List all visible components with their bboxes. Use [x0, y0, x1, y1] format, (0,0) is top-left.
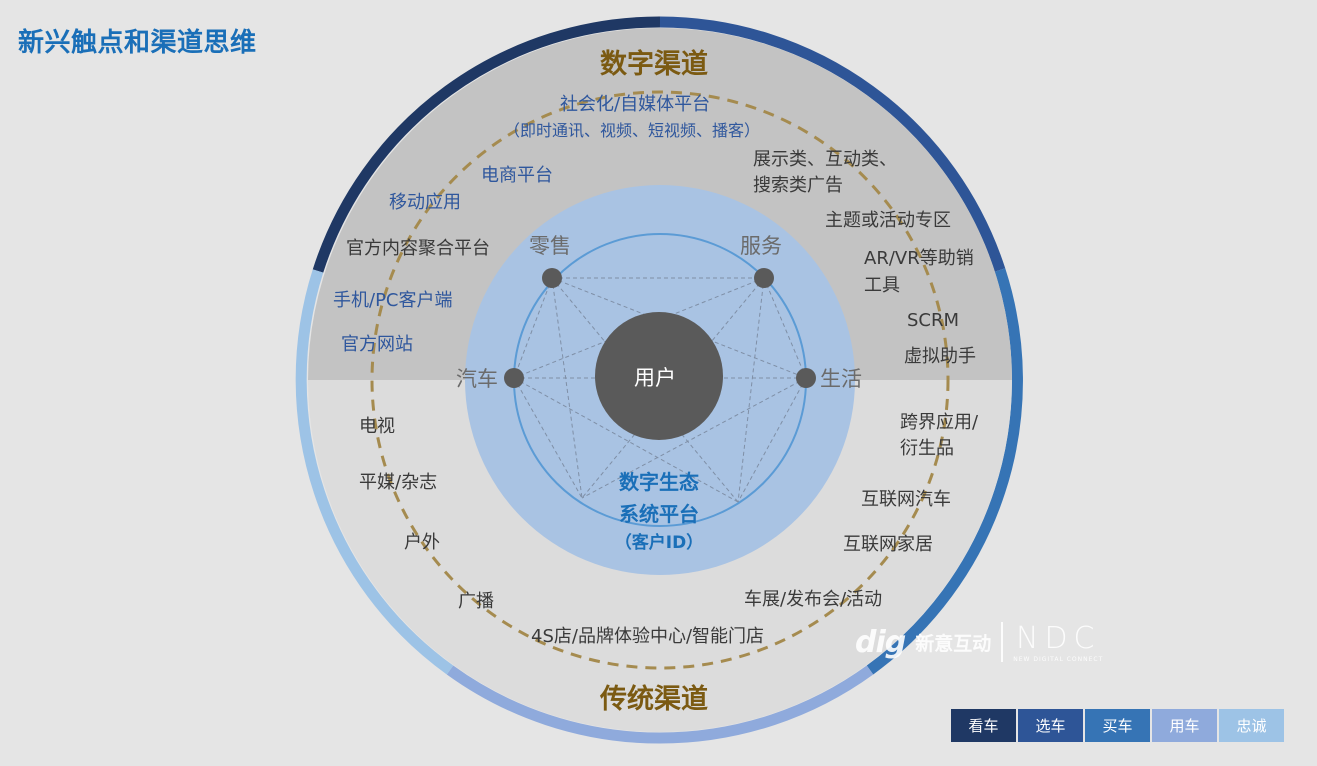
channel-client: 手机/PC客户端	[333, 290, 453, 311]
watermark: dig 新意互动 NDC NEW DIGITAL CONNECT	[855, 620, 1103, 664]
section-traditional: 传统渠道	[600, 684, 708, 715]
ecosystem-line1: 数字生态	[619, 470, 699, 494]
center-user: 用户	[634, 366, 676, 390]
legend-label: 用车	[1169, 717, 1200, 735]
channel-radio: 广播	[458, 591, 494, 612]
channel-tv: 电视	[359, 416, 395, 437]
watermark-divider	[1001, 622, 1004, 662]
node-dot-life	[796, 368, 816, 388]
channel-crossover-line2: 衍生品	[900, 438, 954, 459]
connection-lines	[513, 277, 807, 503]
channel-scrm: SCRM	[907, 310, 960, 331]
channel-arvr-line2: 工具	[864, 275, 900, 296]
channel-connected-car: 互联网汽车	[861, 489, 951, 510]
user-circle	[595, 312, 723, 440]
watermark-brand-small: NEW DIGITAL CONNECT	[1013, 656, 1104, 663]
channel-social-sub: （即时通讯、视频、短视频、播客）	[504, 121, 761, 140]
node-dot-retail	[542, 268, 562, 288]
channel-virtual-assistant: 虚拟助手	[904, 346, 976, 367]
watermark-logo: dig	[855, 624, 906, 660]
page-title: 新兴触点和渠道思维	[18, 28, 257, 58]
stage-legend: 看车 选车 买车 用车 忠诚	[951, 709, 1284, 742]
watermark-brand-name: NDC	[1016, 621, 1101, 656]
legend-item-kan: 看车	[951, 709, 1016, 742]
watermark-company: 新意互动	[915, 632, 992, 655]
legend-label: 忠诚	[1236, 717, 1267, 735]
ring-segment-zhong	[295, 269, 454, 675]
legend-label: 买车	[1102, 717, 1133, 735]
node-life: 生活	[820, 367, 862, 391]
legend-label: 选车	[1035, 717, 1066, 735]
channel-arvr-line1: AR/VR等助销	[864, 248, 974, 269]
channel-theme-zone: 主题或活动专区	[825, 210, 951, 231]
channel-official-site: 官方网站	[341, 334, 413, 355]
ring-segment-yong	[446, 665, 874, 744]
channel-official-aggregator: 官方内容聚合平台	[346, 238, 490, 259]
node-car: 汽车	[456, 367, 498, 391]
channel-social: 社会化/自媒体平台	[560, 94, 711, 115]
watermark-brand: NDC NEW DIGITAL CONNECT	[1013, 621, 1103, 663]
channel-ecommerce: 电商平台	[481, 165, 553, 186]
ecosystem-label: 数字生态 系统平台 （客户ID）	[598, 466, 720, 557]
channel-mobile-app: 移动应用	[389, 192, 461, 213]
dashed-ring	[370, 90, 950, 670]
legend-item-xuan: 选车	[1018, 709, 1083, 742]
section-digital: 数字渠道	[600, 49, 708, 80]
ecosystem-line2: 系统平台	[619, 502, 699, 526]
legend-item-mai: 买车	[1085, 709, 1150, 742]
ring-segment-kan	[312, 16, 661, 273]
channel-print: 平媒/杂志	[359, 472, 438, 493]
channel-stores: 4S店/品牌体验中心/智能门店	[531, 626, 765, 647]
ring-segment-xuan	[659, 16, 1006, 272]
channel-crossover-line1: 跨界应用/	[900, 412, 979, 433]
legend-item-zhong: 忠诚	[1219, 709, 1284, 742]
channel-ads-line2: 搜索类广告	[753, 175, 843, 196]
node-retail: 零售	[529, 234, 571, 258]
channel-smart-home: 互联网家居	[843, 534, 933, 555]
node-dot-car	[504, 368, 524, 388]
legend-label: 看车	[968, 717, 999, 735]
ecosystem-line3: （客户ID）	[614, 533, 704, 553]
channel-ads-line1: 展示类、互动类、	[753, 149, 897, 170]
ring-segment-mai	[866, 268, 1023, 675]
channel-outdoor: 户外	[404, 532, 440, 553]
node-service: 服务	[740, 234, 782, 258]
legend-item-yong: 用车	[1152, 709, 1217, 742]
channel-exhibition: 车展/发布会/活动	[744, 589, 883, 610]
node-dot-service	[754, 268, 774, 288]
